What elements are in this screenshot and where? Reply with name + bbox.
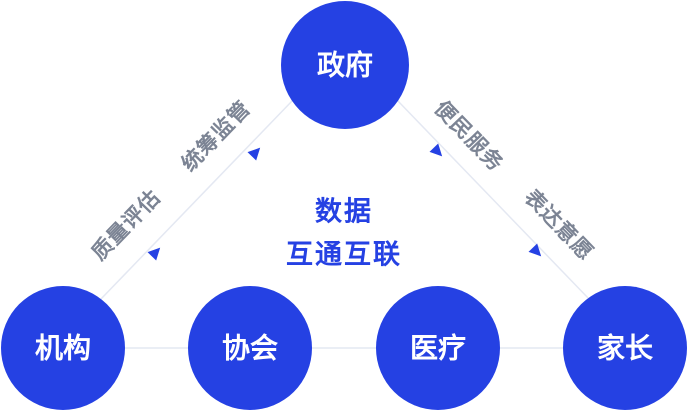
edge-label-supervision: 统筹监管	[177, 96, 255, 176]
node-institution: 机构	[1, 286, 125, 410]
node-parents-circle	[563, 286, 687, 410]
node-institution-label: 机构	[35, 332, 91, 365]
center-caption: 数据 互通互联	[286, 197, 402, 271]
node-medical: 医疗	[376, 286, 500, 410]
node-government: 政府	[281, 1, 409, 129]
arrow-head-expression	[528, 243, 542, 257]
node-association-label: 协会	[222, 332, 278, 365]
center-text-line2: 互通互联	[286, 240, 402, 271]
arrow-head-service	[429, 143, 443, 157]
node-parents: 家长	[563, 286, 687, 410]
arrow-head-quality	[147, 247, 161, 261]
center-text-line1: 数据	[315, 197, 373, 228]
arrow-head-supervision	[247, 147, 261, 161]
node-parents-label: 家长	[597, 332, 653, 365]
node-institution-circle	[1, 286, 125, 410]
edge-label-service: 便民服务	[430, 96, 508, 176]
edge-line-government-institution	[99, 99, 294, 301]
node-government-circle	[281, 1, 409, 129]
node-government-label: 政府	[317, 49, 373, 82]
node-association: 协会	[188, 286, 312, 410]
edge-label-expression: 表达意愿	[520, 185, 598, 265]
edge-lines	[70, 99, 622, 349]
arrow-heads	[147, 143, 542, 261]
node-association-circle	[188, 286, 312, 410]
edge-line-government-parents	[396, 99, 591, 301]
node-medical-circle	[376, 286, 500, 410]
node-medical-label: 医疗	[410, 332, 466, 365]
